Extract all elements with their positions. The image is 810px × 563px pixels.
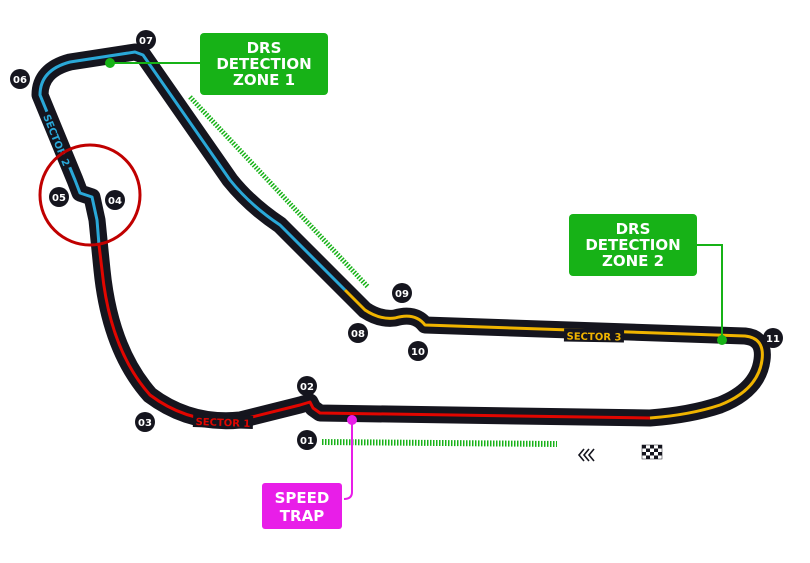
svg-text:02: 02 xyxy=(300,382,314,393)
drs-detection-point-2 xyxy=(717,335,727,345)
svg-text:SPEED: SPEED xyxy=(275,489,330,507)
svg-text:DRS: DRS xyxy=(616,220,651,238)
sector-2-line xyxy=(38,50,347,292)
svg-text:01: 01 xyxy=(300,436,314,447)
turn-05: 05 xyxy=(49,187,69,207)
drs-zone-2-marker xyxy=(321,439,558,447)
highlight-circle xyxy=(38,143,142,247)
chevrons-left-icon xyxy=(577,448,595,462)
turn-03: 03 xyxy=(135,412,155,432)
sector-1-label: SECTOR 1 xyxy=(192,413,254,430)
drs-detection-zone-2: DRS DETECTION ZONE 2 xyxy=(569,214,727,345)
turn-11: 11 xyxy=(763,328,783,348)
checkered-flag-icon xyxy=(641,444,663,460)
turn-06: 06 xyxy=(10,69,30,89)
turn-01: 01 xyxy=(297,430,317,450)
turn-09: 09 xyxy=(392,283,412,303)
svg-text:ZONE 2: ZONE 2 xyxy=(602,252,664,270)
svg-text:08: 08 xyxy=(351,329,365,340)
turn-07: 07 xyxy=(136,30,156,50)
turn-02: 02 xyxy=(297,376,317,396)
svg-text:11: 11 xyxy=(766,334,780,345)
drs-detection-zone-1: DRS DETECTION ZONE 1 xyxy=(105,33,328,95)
speed-trap: SPEED TRAP xyxy=(262,415,357,529)
svg-text:DETECTION: DETECTION xyxy=(585,236,680,254)
svg-text:DRS: DRS xyxy=(247,39,282,57)
svg-text:09: 09 xyxy=(395,289,409,300)
svg-text:06: 06 xyxy=(13,75,27,86)
svg-text:10: 10 xyxy=(411,347,425,358)
turn-10: 10 xyxy=(408,341,428,361)
sector-3-line xyxy=(343,288,764,420)
svg-text:SECTOR 3: SECTOR 3 xyxy=(566,332,621,344)
svg-text:07: 07 xyxy=(139,36,153,47)
drs-detection-point-1 xyxy=(105,58,115,68)
drs-zone-1-marker xyxy=(188,95,370,289)
svg-text:03: 03 xyxy=(138,418,152,429)
svg-text:ZONE 1: ZONE 1 xyxy=(233,71,295,89)
svg-text:TRAP: TRAP xyxy=(280,507,324,525)
speed-trap-point xyxy=(347,415,357,425)
svg-text:DETECTION: DETECTION xyxy=(216,55,311,73)
svg-text:05: 05 xyxy=(52,193,66,204)
turn-08: 08 xyxy=(348,323,368,343)
turn-04: 04 xyxy=(105,190,125,210)
svg-text:SECTOR 1: SECTOR 1 xyxy=(195,417,250,430)
svg-text:04: 04 xyxy=(108,196,122,207)
sector-3-label: SECTOR 3 xyxy=(563,328,625,344)
